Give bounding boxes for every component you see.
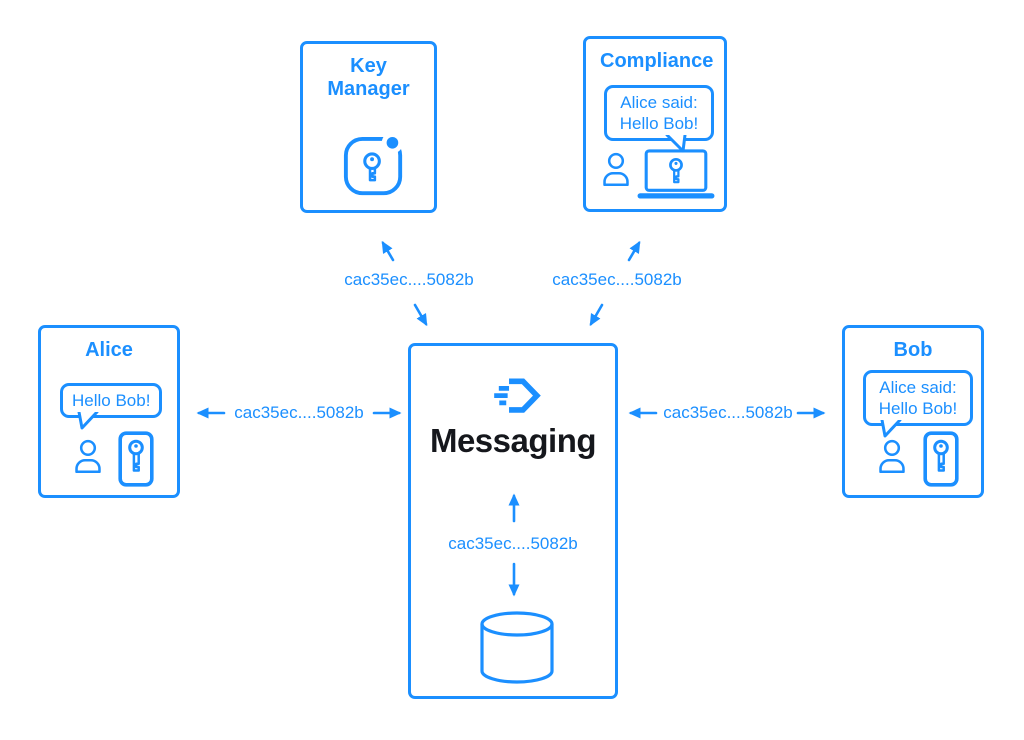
messaging-title: Messaging — [429, 422, 597, 459]
alice-node: Alice Hello Bob! — [38, 325, 180, 498]
key-manager-node: Key Manager — [300, 41, 437, 213]
person-icon — [75, 439, 101, 473]
database-cylinder-icon — [480, 611, 554, 684]
compliance-speech-bubble: Alice said: Hello Bob! — [604, 85, 714, 153]
bob-title: Bob — [893, 339, 933, 361]
shield-key-badge-icon — [343, 133, 404, 196]
messaging-logo-icon — [494, 378, 541, 413]
alice-title: Alice — [85, 339, 133, 361]
edge-label-key-manager: cac35ec....5082b — [342, 270, 476, 290]
edge-label-database: cac35ec....5082b — [446, 534, 580, 554]
person-icon — [879, 439, 905, 473]
speech-tail-icon — [77, 412, 99, 430]
phone-key-icon — [923, 431, 959, 487]
messaging-node: Messaging — [408, 343, 618, 699]
person-icon — [603, 152, 629, 186]
compliance-title: Compliance — [600, 50, 714, 72]
speech-tail-icon — [880, 420, 902, 438]
edge-label-alice: cac35ec....5082b — [232, 403, 366, 423]
edge-label-compliance: cac35ec....5082b — [550, 270, 684, 290]
alice-speech-bubble: Hello Bob! — [60, 383, 163, 430]
key-manager-title: Key Manager — [327, 55, 410, 100]
alice-bubble-text: Hello Bob! — [72, 391, 151, 410]
compliance-bubble-text: Alice said: Hello Bob! — [619, 93, 699, 134]
bob-node: Bob Alice said: Hello Bob! — [842, 325, 984, 498]
bob-speech-bubble: Alice said: Hello Bob! — [863, 370, 973, 438]
edge-label-bob: cac35ec....5082b — [661, 403, 795, 423]
compliance-node: Compliance Alice said: Hello Bob! — [583, 36, 727, 212]
laptop-key-icon — [637, 149, 715, 199]
bob-bubble-text: Alice said: Hello Bob! — [878, 378, 958, 419]
phone-key-icon — [118, 431, 154, 487]
